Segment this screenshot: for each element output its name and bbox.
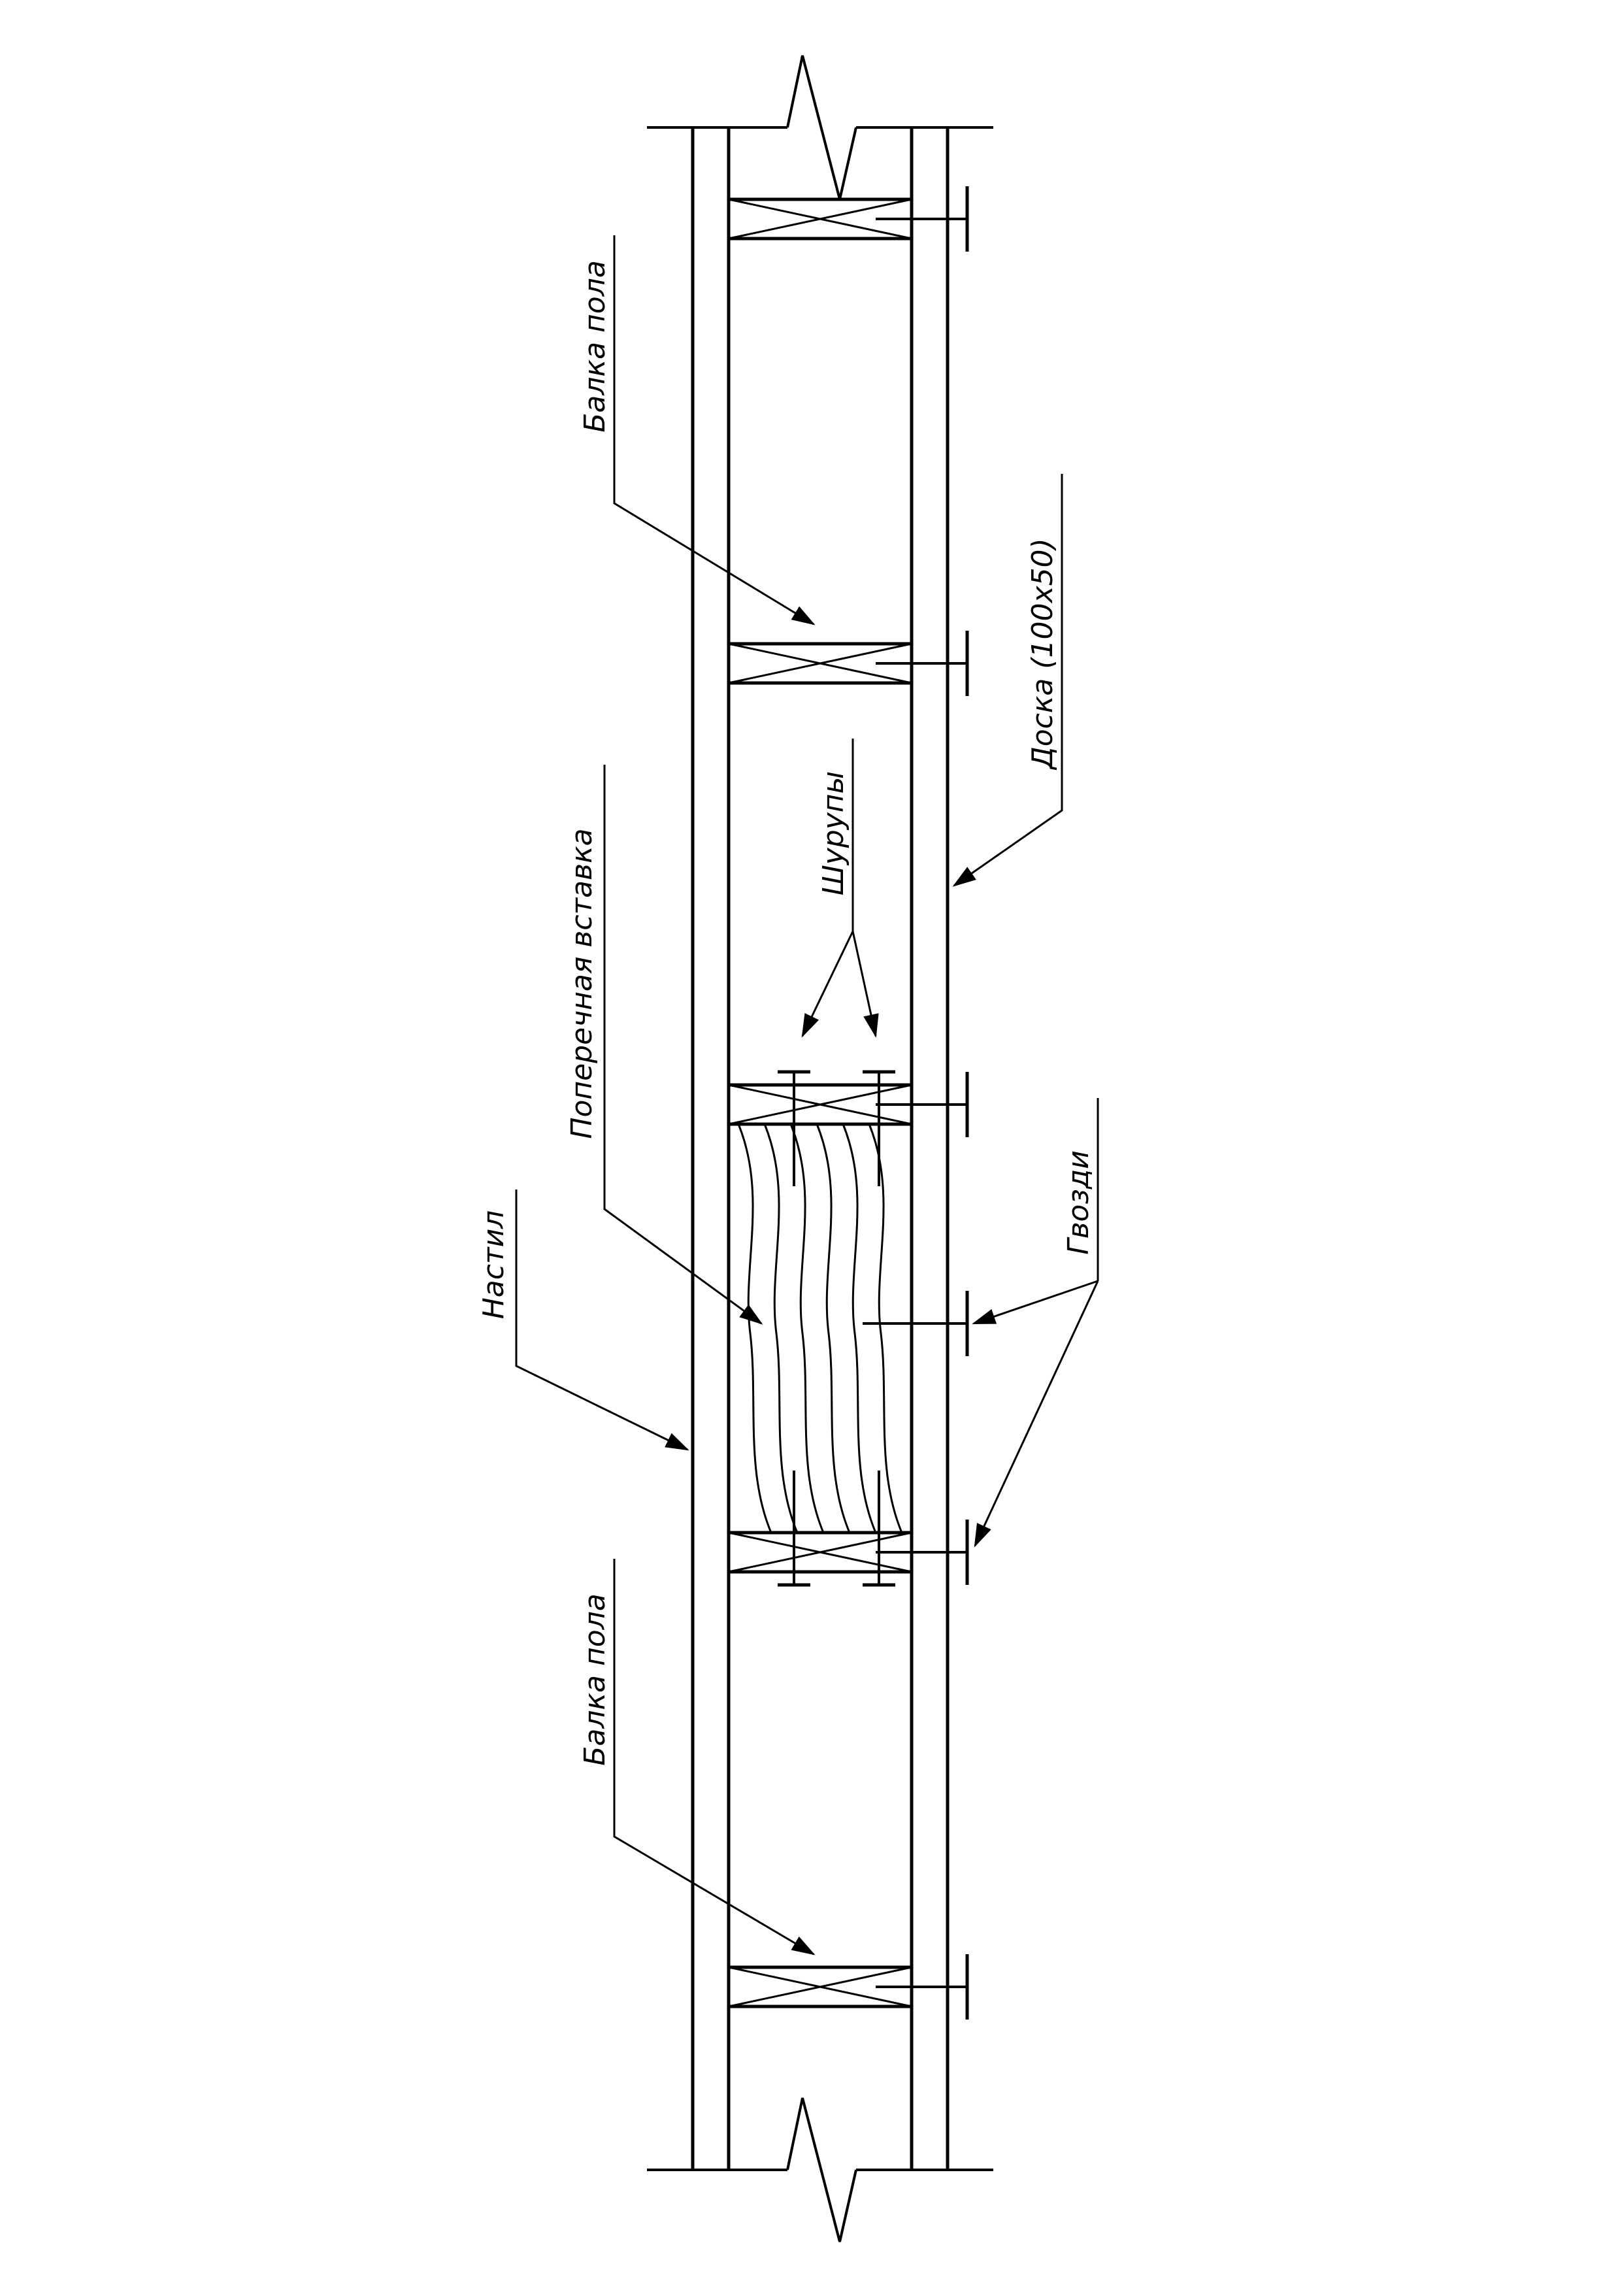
screws <box>778 1070 895 1587</box>
nail-3 <box>876 1072 969 1137</box>
label-board: Доска (100х50) <box>1026 538 1059 770</box>
nail-2 <box>876 631 969 696</box>
screw-1 <box>778 1070 810 1186</box>
label-joist-top: Балка пола <box>578 260 612 433</box>
nail-1 <box>876 186 969 252</box>
callout-nails: Гвозди <box>972 1098 1099 1548</box>
callout-joist-bottom: Балка пола <box>578 1559 816 1955</box>
break-line-top <box>647 55 993 200</box>
screw-4 <box>863 1471 895 1587</box>
callout-board: Доска (100х50) <box>952 474 1063 887</box>
nails <box>863 186 969 2020</box>
callout-blocking: Поперечная вставка <box>565 765 763 1325</box>
screw-3 <box>778 1471 810 1587</box>
nail-5 <box>876 1520 969 1585</box>
callout-joist-top: Балка пола <box>578 235 816 625</box>
nail-6 <box>876 1954 969 2020</box>
nail-4 <box>863 1291 969 1356</box>
callout-decking: Настил <box>477 1190 689 1451</box>
label-nails: Гвозди <box>1062 1150 1095 1255</box>
blocking-wood-grain <box>732 1123 908 1534</box>
screw-2 <box>863 1070 895 1186</box>
structure-lines <box>691 127 950 2170</box>
label-decking: Настил <box>477 1210 510 1320</box>
callout-screws: Шурупы <box>801 739 879 1038</box>
break-line-bottom <box>647 2097 993 2242</box>
label-screws: Шурупы <box>817 771 850 896</box>
label-blocking: Поперечная вставка <box>565 828 599 1139</box>
label-joist-bottom: Балка пола <box>578 1593 612 1766</box>
